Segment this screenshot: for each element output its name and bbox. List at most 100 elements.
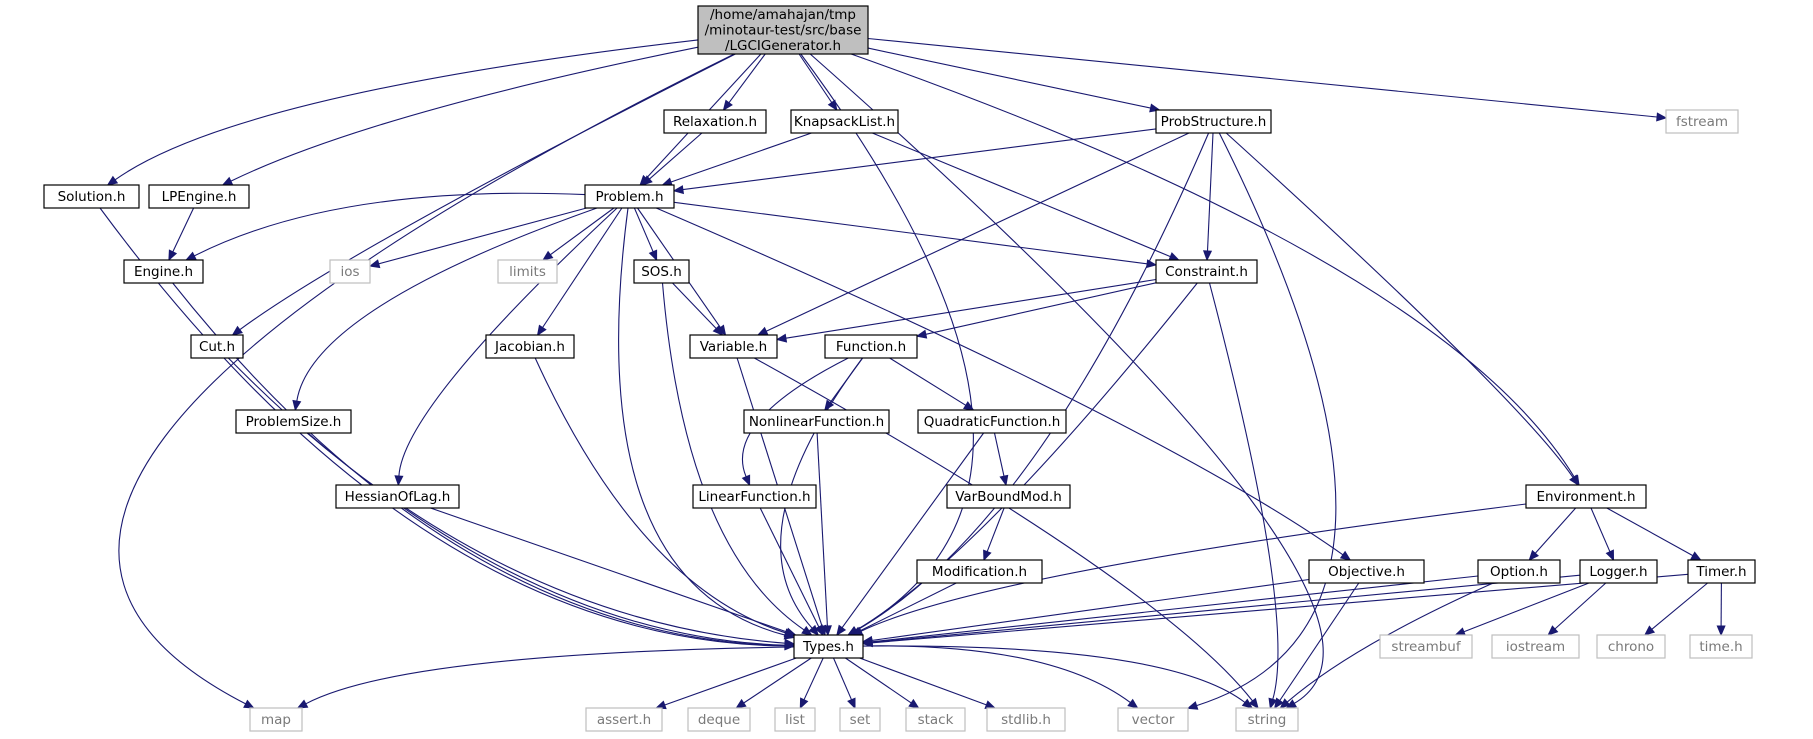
edge-probstructure-to-variable bbox=[756, 132, 1190, 336]
node-environment[interactable]: Environment.h bbox=[1525, 484, 1647, 509]
arrowhead-icon bbox=[984, 700, 997, 709]
node-label: chrono bbox=[1608, 639, 1654, 655]
arrowhead-icon bbox=[368, 259, 381, 269]
node-box[interactable] bbox=[485, 334, 575, 359]
node-box[interactable] bbox=[1308, 559, 1425, 584]
node-label: Problem.h bbox=[595, 189, 663, 205]
node-function[interactable]: Function.h bbox=[824, 334, 918, 359]
node-modification[interactable]: Modification.h bbox=[916, 559, 1043, 584]
node-linear[interactable]: LinearFunction.h bbox=[692, 484, 817, 509]
node-timer[interactable]: Timer.h bbox=[1687, 559, 1756, 584]
edge-line bbox=[872, 132, 1171, 258]
node-box[interactable] bbox=[1155, 109, 1272, 134]
node-label: Variable.h bbox=[700, 339, 768, 355]
node-box[interactable] bbox=[43, 184, 140, 209]
node-types[interactable]: Types.h bbox=[793, 634, 864, 659]
node-label: deque bbox=[698, 712, 740, 728]
edge-hessian-to-types bbox=[430, 507, 797, 637]
node-constraint[interactable]: Constraint.h bbox=[1155, 259, 1258, 284]
edge-line bbox=[655, 207, 1344, 556]
node-box[interactable] bbox=[235, 409, 352, 434]
edge-objective-to-string bbox=[1273, 582, 1360, 710]
node-variable[interactable]: Variable.h bbox=[689, 334, 778, 359]
node-box[interactable] bbox=[190, 334, 244, 359]
node-box bbox=[1235, 707, 1299, 732]
node-knapsack[interactable]: KnapsackList.h bbox=[790, 109, 899, 134]
node-label: Relaxation.h bbox=[673, 114, 757, 130]
edge-line bbox=[1534, 507, 1577, 554]
edge-varbound-to-modification bbox=[983, 507, 1005, 562]
node-label: stdlib.h bbox=[1001, 712, 1051, 728]
node-box[interactable] bbox=[946, 484, 1071, 509]
edge-line bbox=[1286, 582, 1494, 703]
edge-line bbox=[430, 507, 788, 633]
node-option[interactable]: Option.h bbox=[1477, 559, 1561, 584]
edge-problem-to-ios bbox=[368, 207, 587, 269]
node-box[interactable] bbox=[1687, 559, 1756, 584]
node-map: map bbox=[249, 707, 303, 732]
edge-option-to-string bbox=[1279, 582, 1494, 709]
node-box[interactable] bbox=[663, 109, 767, 134]
arrowhead-icon bbox=[735, 698, 747, 709]
node-box[interactable] bbox=[743, 409, 890, 434]
node-relaxation[interactable]: Relaxation.h bbox=[663, 109, 767, 134]
node-objective[interactable]: Objective.h bbox=[1308, 559, 1425, 584]
arrowhead-icon bbox=[536, 324, 547, 337]
node-varbound[interactable]: VarBoundMod.h bbox=[946, 484, 1071, 509]
node-label: Environment.h bbox=[1536, 489, 1635, 505]
node-box[interactable] bbox=[790, 109, 899, 134]
edge-types-to-stdlibh bbox=[859, 657, 997, 709]
node-box[interactable] bbox=[689, 334, 778, 359]
node-box bbox=[329, 259, 371, 284]
node-sos[interactable]: SOS.h bbox=[633, 259, 690, 284]
edge-probstructure-to-vector bbox=[1186, 132, 1337, 710]
node-probstructure[interactable]: ProbStructure.h bbox=[1155, 109, 1272, 134]
node-hessian[interactable]: HessianOfLag.h bbox=[335, 484, 460, 509]
edge-line bbox=[1225, 132, 1574, 478]
node-jacobian[interactable]: Jacobian.h bbox=[485, 334, 575, 359]
node-box[interactable] bbox=[917, 409, 1067, 434]
node-box[interactable] bbox=[1579, 559, 1658, 584]
node-label: /home/amahajan/tmp bbox=[710, 7, 856, 23]
node-box[interactable] bbox=[1155, 259, 1258, 284]
edge-line bbox=[867, 47, 1151, 109]
edge-line bbox=[1651, 582, 1708, 630]
edge-line bbox=[871, 574, 1581, 643]
node-problemsize[interactable]: ProblemSize.h bbox=[235, 409, 352, 434]
node-box[interactable] bbox=[692, 484, 817, 509]
arrowhead-icon bbox=[221, 176, 234, 186]
node-box[interactable] bbox=[1525, 484, 1647, 509]
node-box[interactable] bbox=[148, 184, 250, 209]
node-quadratic[interactable]: QuadraticFunction.h bbox=[917, 409, 1067, 434]
node-label: list bbox=[785, 712, 805, 728]
edge-constraint-to-variable bbox=[775, 278, 1157, 343]
node-label: ios bbox=[340, 264, 359, 280]
node-solution[interactable]: Solution.h bbox=[43, 184, 140, 209]
node-box[interactable] bbox=[1477, 559, 1561, 584]
node-logger[interactable]: Logger.h bbox=[1579, 559, 1658, 584]
node-box[interactable] bbox=[824, 334, 918, 359]
edge-environment-to-option bbox=[1528, 507, 1577, 561]
arrowhead-icon bbox=[784, 627, 797, 637]
node-box[interactable] bbox=[584, 184, 675, 209]
edge-line bbox=[832, 657, 853, 700]
node-root[interactable]: /home/amahajan/tmp/minotaur-test/src/bas… bbox=[697, 5, 869, 55]
node-engine[interactable]: Engine.h bbox=[123, 259, 204, 284]
node-box[interactable] bbox=[123, 259, 204, 284]
edge-solution-to-types bbox=[99, 207, 796, 651]
arrowhead-icon bbox=[814, 624, 824, 637]
edge-function-to-quadratic bbox=[889, 357, 975, 411]
node-label: VarBoundMod.h bbox=[955, 489, 1062, 505]
node-problem[interactable]: Problem.h bbox=[584, 184, 675, 209]
node-nonlinear[interactable]: NonlinearFunction.h bbox=[743, 409, 890, 434]
node-box[interactable] bbox=[633, 259, 690, 284]
node-cut[interactable]: Cut.h bbox=[190, 334, 244, 359]
node-box[interactable] bbox=[916, 559, 1043, 584]
node-box bbox=[986, 707, 1066, 732]
edge-modification-to-types bbox=[850, 582, 957, 636]
node-box[interactable] bbox=[697, 5, 869, 55]
node-box[interactable] bbox=[793, 634, 864, 659]
node-box[interactable] bbox=[335, 484, 460, 509]
edge-constraint-to-string bbox=[1208, 282, 1279, 710]
node-lpengine[interactable]: LPEngine.h bbox=[148, 184, 250, 209]
